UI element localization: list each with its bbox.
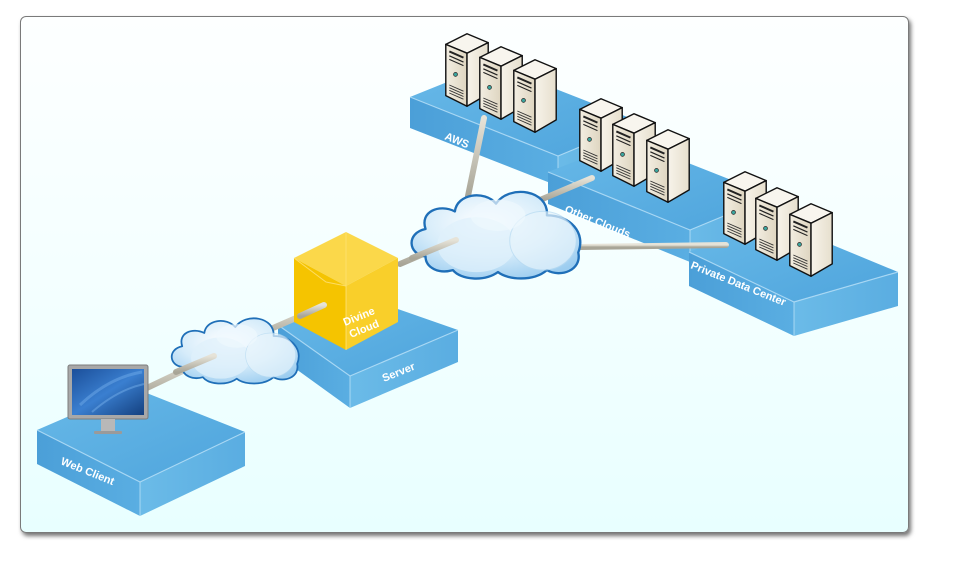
connection-cloud-large-other-clouds: [537, 175, 595, 203]
connection-segment: [409, 237, 459, 261]
server-tower-icon: [512, 58, 558, 134]
connection-cloud-large-aws: [465, 115, 487, 199]
connection-cloud-large-private-dc: [577, 242, 729, 250]
server-tower-icon: [645, 128, 691, 204]
monitor-icon[interactable]: [67, 364, 149, 434]
server-tower-icon: [788, 202, 834, 278]
connection-segment: [173, 353, 217, 375]
connection-segment: [297, 302, 327, 319]
